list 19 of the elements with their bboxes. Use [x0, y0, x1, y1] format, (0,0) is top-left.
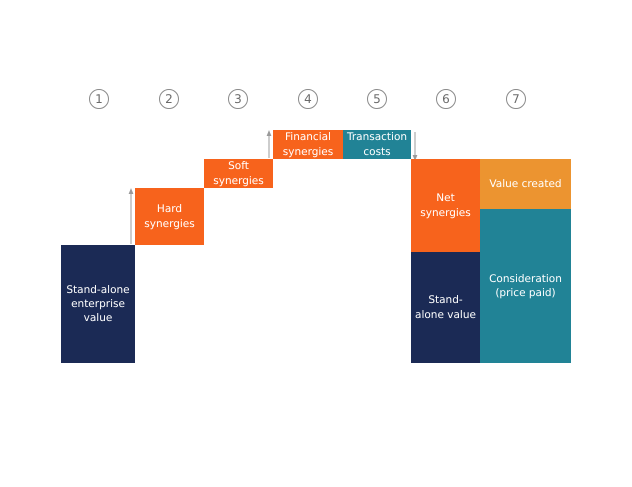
step-number: 2 [159, 89, 179, 109]
synergy-bar: Soft synergies [204, 159, 273, 188]
arrow [266, 130, 272, 158]
step-number: 6 [436, 89, 456, 109]
cost-bar: Transaction costs [343, 130, 411, 159]
arrow [128, 188, 134, 244]
step-number: 4 [298, 89, 318, 109]
step-number: 3 [228, 89, 248, 109]
synergy-bar: Net synergies [411, 159, 480, 252]
step-number: 1 [89, 89, 109, 109]
step-number: 7 [506, 89, 526, 109]
synergy-bar: Hard synergies [135, 188, 204, 245]
value-bar: Value created [480, 159, 571, 209]
arrow [412, 132, 418, 161]
value-bar: Stand-alone enterprise value [61, 245, 135, 363]
value-bar: Stand- alone value [411, 252, 480, 363]
value-bar: Consideration (price paid) [480, 209, 571, 363]
synergy-bar: Financial synergies [273, 130, 343, 159]
step-number: 5 [367, 89, 387, 109]
